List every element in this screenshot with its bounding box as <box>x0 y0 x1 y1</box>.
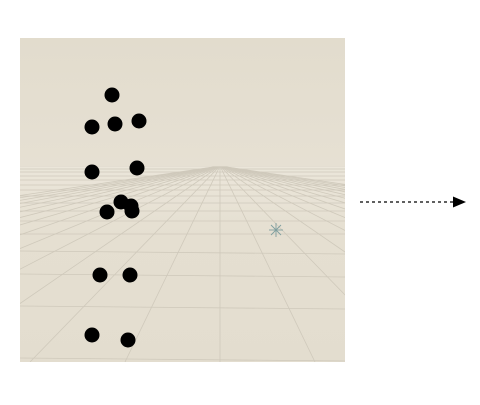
grid-line <box>20 357 345 362</box>
grid-line <box>20 166 221 204</box>
grid-line <box>219 166 316 362</box>
next-arrow[interactable] <box>356 193 470 211</box>
3d-viewport[interactable] <box>20 38 345 362</box>
grid-line <box>20 166 221 218</box>
grid-line <box>20 166 221 226</box>
floor-grid <box>20 166 345 362</box>
ball <box>124 203 140 219</box>
grid-line <box>29 166 221 362</box>
grid-line <box>219 166 345 296</box>
ball <box>129 160 145 176</box>
grid-line <box>219 166 345 253</box>
ball <box>104 87 120 103</box>
grid-line <box>20 166 221 208</box>
ball <box>84 327 100 343</box>
ball-group <box>84 87 147 348</box>
ball <box>92 267 108 283</box>
sky <box>20 38 345 166</box>
ball <box>84 119 100 135</box>
scene-canvas[interactable] <box>20 38 345 362</box>
grid-line <box>219 166 345 210</box>
grid-line <box>20 166 221 249</box>
ball <box>122 267 138 283</box>
grid-line <box>219 166 345 231</box>
grid-line <box>20 305 345 310</box>
ball <box>84 164 100 180</box>
grid-line <box>20 166 221 201</box>
floor <box>20 166 345 362</box>
grid-line <box>20 166 221 270</box>
ball <box>131 113 147 129</box>
grid-line <box>219 166 345 219</box>
grid-line <box>219 166 345 204</box>
grid-line <box>20 273 345 278</box>
grid-line <box>124 166 221 362</box>
grid-line <box>20 166 221 305</box>
crosshair-icon <box>269 223 283 237</box>
ball <box>107 116 123 132</box>
grid-line <box>20 250 345 255</box>
grid-line <box>20 166 221 213</box>
ball <box>120 332 136 348</box>
arrow-head-icon <box>453 196 466 208</box>
ball <box>99 204 115 220</box>
